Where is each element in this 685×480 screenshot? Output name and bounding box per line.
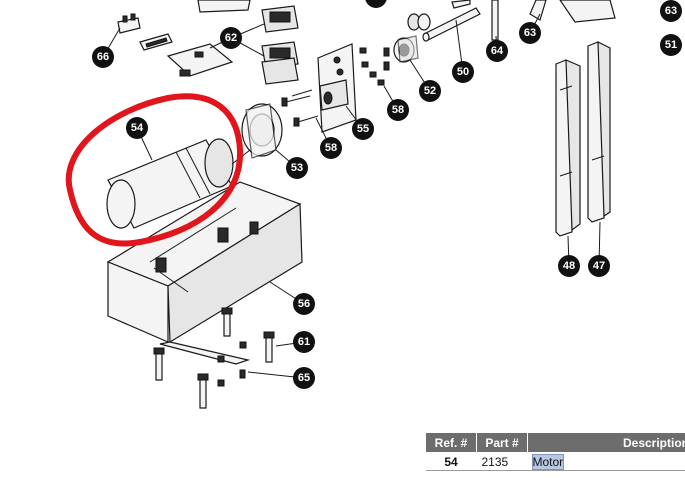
callout-63b: 63 <box>519 22 541 44</box>
part-62-switches <box>261 5 299 85</box>
callout-64: 64 <box>486 40 508 62</box>
callout-57: 57 <box>365 0 387 8</box>
callout-61: 61 <box>293 331 315 353</box>
callout-51: 51 <box>660 34 682 56</box>
part-56-cover <box>106 181 303 365</box>
part-55-plate <box>317 43 357 133</box>
part-62-board <box>166 43 234 77</box>
part-connector-strip <box>139 33 173 51</box>
part-top-right-block <box>559 0 616 23</box>
callout-48: 48 <box>558 255 580 277</box>
highlight-ring <box>65 93 244 247</box>
callout-63a: 63 <box>660 0 682 22</box>
svg-text:58: 58 <box>325 142 337 154</box>
svg-text:48: 48 <box>563 260 575 272</box>
part-53-mount <box>241 103 283 159</box>
part-58-screws <box>281 47 390 127</box>
cell-ref: 54 <box>425 452 477 471</box>
part-50-shaft <box>422 0 481 42</box>
part-52-coupler <box>393 35 419 63</box>
header-description: Description <box>527 432 685 453</box>
svg-text:63: 63 <box>665 5 677 17</box>
cell-description[interactable]: Motor <box>527 452 685 471</box>
part-top-block <box>197 0 251 13</box>
part-48-rail <box>555 59 581 237</box>
header-ref: Ref. # <box>425 432 477 453</box>
svg-text:53: 53 <box>291 162 303 174</box>
part-61-screws <box>153 307 275 409</box>
svg-text:54: 54 <box>131 122 144 134</box>
svg-text:50: 50 <box>457 66 469 78</box>
callout-62: 62 <box>220 27 242 49</box>
selected-text[interactable]: Motor <box>531 453 565 470</box>
svg-text:57: 57 <box>370 0 382 3</box>
part-64-rod <box>491 0 499 41</box>
part-47-rail <box>587 41 611 223</box>
callout-56: 56 <box>293 293 315 315</box>
table-header-row: Ref. # Part # Description <box>425 432 685 453</box>
svg-text:55: 55 <box>357 123 369 135</box>
callout-65: 65 <box>293 367 315 389</box>
callout-52: 52 <box>419 80 441 102</box>
svg-text:66: 66 <box>97 51 109 63</box>
part-66-clip <box>117 13 141 34</box>
svg-text:52: 52 <box>424 85 436 97</box>
svg-text:62: 62 <box>225 32 237 44</box>
svg-text:64: 64 <box>491 45 504 57</box>
table-row: 54 2135 Motor <box>425 452 685 471</box>
callout-58a: 58 <box>387 99 409 121</box>
svg-text:61: 61 <box>298 336 310 348</box>
callout-47: 47 <box>588 255 610 277</box>
svg-text:47: 47 <box>593 260 605 272</box>
svg-text:51: 51 <box>665 39 677 51</box>
callout-50: 50 <box>452 61 474 83</box>
svg-text:56: 56 <box>298 298 310 310</box>
svg-text:63: 63 <box>524 27 536 39</box>
header-part: Part # <box>476 432 528 453</box>
callout-58b: 58 <box>320 137 342 159</box>
parts-table: Ref. # Part # Description 54 2135 Motor <box>425 432 685 471</box>
callout-55: 55 <box>352 118 374 140</box>
svg-text:65: 65 <box>298 372 310 384</box>
callout-53: 53 <box>286 157 308 179</box>
callout-66: 66 <box>92 46 114 68</box>
callout-54: 54 <box>126 117 148 139</box>
part-63-housing <box>529 0 547 21</box>
part-57-gear <box>407 13 431 31</box>
svg-text:58: 58 <box>392 104 404 116</box>
cell-part: 2135 <box>476 452 528 471</box>
